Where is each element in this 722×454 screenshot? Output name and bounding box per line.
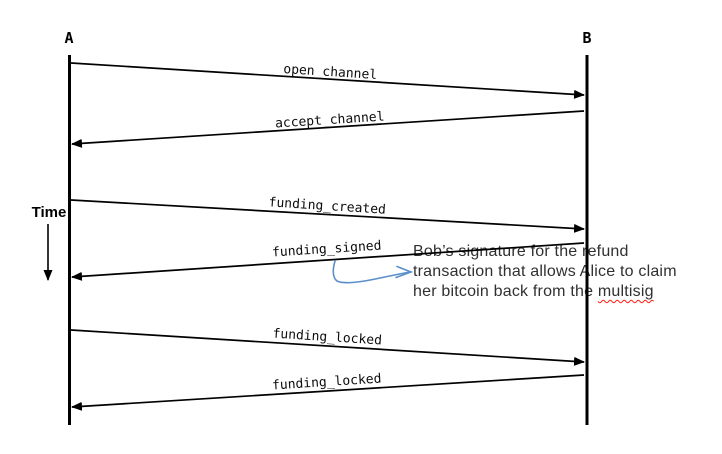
label-accept-channel: accept_channel: [275, 109, 385, 131]
arrow-accept-channel: [71, 110, 585, 148]
label-funding-locked-ba: funding_locked: [272, 371, 382, 393]
callout-arrow-icon: [332, 260, 414, 284]
annotation-line-1: Bob’s signature for the refund: [413, 243, 629, 260]
annotation-note: Bob’s signature for the refund transacti…: [413, 242, 677, 302]
annotation-line-3-prefix: her bitcoin back from the: [413, 283, 598, 300]
arrow-funding-locked-ab: [70, 329, 585, 366]
time-axis-label: Time: [32, 204, 67, 221]
actor-b-label: B: [582, 29, 591, 47]
arrow-funding-locked-ba: [71, 374, 585, 411]
actor-a-label: A: [64, 29, 73, 47]
label-funding-locked-ab: funding_locked: [272, 326, 382, 348]
annotation-line-3: her bitcoin back from the multisig: [413, 282, 677, 302]
annotation-misspelled-word: multisig: [597, 283, 654, 300]
arrow-funding-created: [70, 199, 585, 233]
annotation-line-2: transaction that allows Alice to claim: [413, 263, 677, 280]
label-open-channel: open_channel: [283, 62, 378, 83]
label-funding-signed: funding_signed: [272, 238, 382, 260]
arrow-open-channel: [70, 62, 585, 99]
arrow-funding-signed: [71, 242, 585, 281]
